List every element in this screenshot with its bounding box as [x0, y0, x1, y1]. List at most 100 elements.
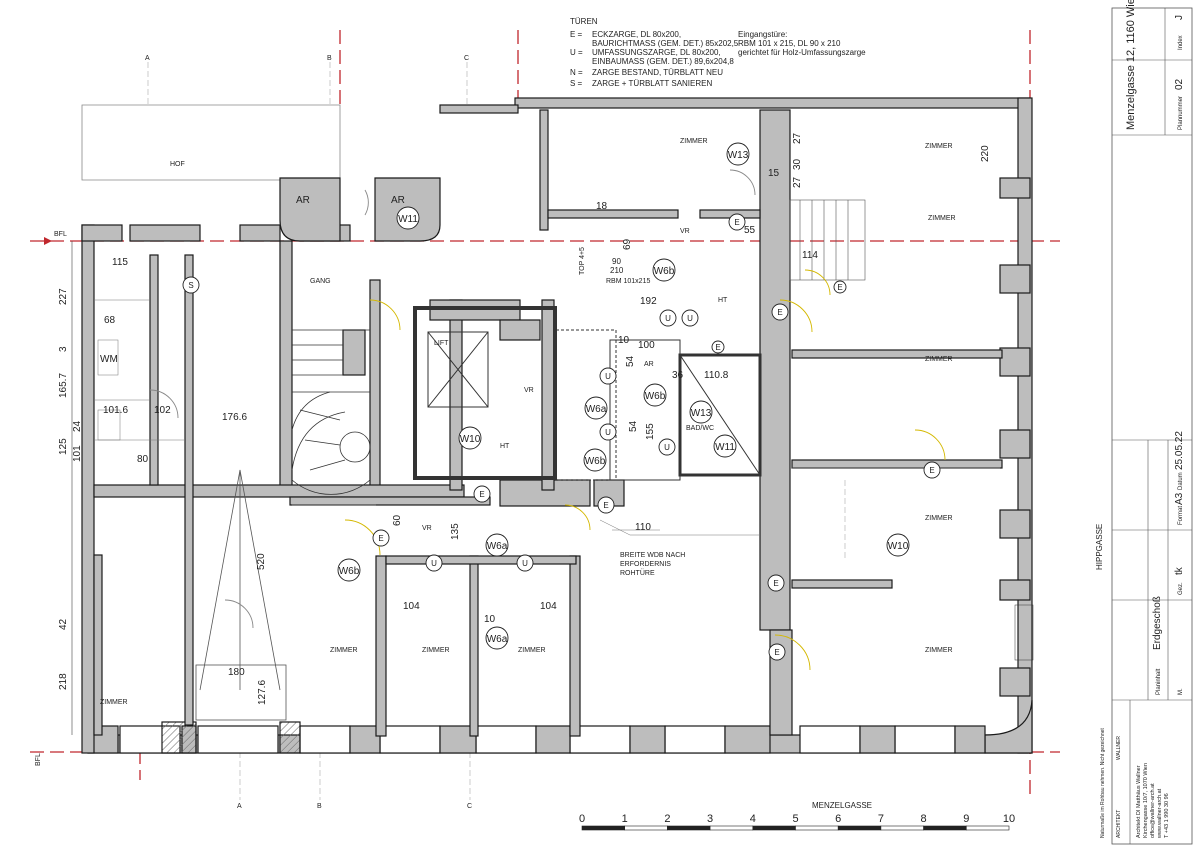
bfl-label: BFL	[35, 753, 42, 766]
tag-w11-circle	[713, 434, 737, 458]
tb-plan-label: Planinhalt	[1156, 668, 1162, 695]
scale-segment	[965, 825, 1010, 831]
dim-60: 60	[392, 514, 403, 526]
tag-e: E	[715, 343, 720, 352]
tag-u-circle	[659, 309, 677, 327]
tag-w6a-circle	[584, 396, 608, 420]
dim-54: 54	[628, 420, 639, 432]
tb-architect: www.wallner-arch.at	[1157, 788, 1163, 839]
scale-segment	[709, 825, 754, 831]
tag-w6b-circle	[583, 448, 607, 472]
tag-w10-circle	[886, 533, 910, 557]
dim-10: 10	[484, 614, 496, 625]
room-zimmer: ZIMMER	[928, 215, 956, 222]
scale-label: 5	[792, 813, 798, 825]
dim-180: 180	[228, 667, 245, 678]
dim-1276: 127.6	[257, 680, 268, 705]
dim-110: 110	[635, 522, 651, 533]
legend-key: U =	[570, 48, 583, 57]
tag-ar: AR	[296, 195, 310, 206]
grid-label: B	[317, 803, 322, 810]
tag-e-circle	[728, 213, 746, 231]
dim-102: 102	[154, 405, 171, 416]
room-ht: HT	[718, 297, 728, 304]
tag-e: E	[837, 283, 842, 292]
tag-w10-circle	[458, 426, 482, 450]
tb-side-label: WALLNER	[1116, 736, 1122, 760]
straight-stair	[789, 199, 866, 281]
entrance-note: gerichtet für Holz-Umfassungszarge	[738, 48, 866, 57]
dim-90: 90	[612, 257, 621, 266]
scale-label: 0	[579, 813, 585, 825]
room-labels: HOF GANG LIFT ZIMMER ZIMMER ZIMMER ZIMME…	[100, 138, 956, 706]
room-ar: AR	[644, 361, 654, 368]
room-hof: HOF	[170, 161, 185, 168]
room-lift: LIFT	[434, 340, 449, 347]
scale-segment	[624, 825, 668, 831]
tag-w6b: W6b	[339, 566, 360, 577]
tag-u: U	[605, 372, 611, 381]
dimensions: 227 3 165.7 125 42 218 101 24 115 68 101…	[58, 132, 991, 735]
tag-w10: W10	[460, 434, 481, 445]
dim-192: 192	[640, 296, 657, 307]
street-menzelgasse: MENZELGASSE	[812, 801, 872, 810]
dim-520: 520	[256, 553, 267, 570]
dim-104: 104	[403, 601, 420, 612]
scale-segment	[581, 825, 626, 831]
tag-ar: AR	[391, 195, 405, 206]
scale-segment	[667, 825, 711, 831]
door-legend: TÜREN E = ECKZARGE, DL 80x200, BAURICHTM…	[570, 17, 866, 88]
legend-text: UMFASSUNGSZARGE, DL 80x200,	[592, 48, 721, 57]
tag-e: E	[378, 534, 383, 543]
dim-104: 104	[540, 601, 557, 612]
dim-155: 155	[645, 423, 656, 440]
dim-227: 227	[58, 288, 69, 305]
tag-w6b-circle	[652, 258, 676, 282]
tb-architect: Architekt DI Matthäus Wallner	[1136, 765, 1142, 838]
dim-114: 114	[802, 250, 818, 261]
bathroom-core	[555, 329, 762, 481]
room-zimmer: ZIMMER	[518, 647, 546, 654]
room-zimmer: ZIMMER	[100, 699, 128, 706]
dim-1766: 176.6	[222, 412, 247, 423]
scale-segment	[923, 825, 967, 831]
entrance-note: Eingangstüre:	[738, 30, 787, 39]
tag-u: U	[431, 559, 437, 568]
room-zimmer: ZIMMER	[925, 515, 953, 522]
scale-label: 6	[835, 813, 841, 825]
dim-3: 3	[58, 346, 69, 352]
tag-w6b-circle	[337, 558, 361, 582]
tag-w13: W13	[728, 150, 749, 161]
tag-s-circle	[182, 276, 200, 294]
room-vr: VR	[422, 525, 432, 532]
room-wm: WM	[100, 354, 118, 365]
tag-u: U	[687, 314, 693, 323]
grid-labels: A B C A B C	[145, 55, 472, 810]
tb-nr-label: Plannummer	[1178, 96, 1184, 130]
legend-key: E =	[570, 30, 583, 39]
lift-shaft	[413, 306, 557, 480]
tag-e: E	[773, 579, 778, 588]
title-block: Menzelgasse 12, 1160 Wien Index J Plannu…	[1100, 0, 1193, 845]
tb-nr-value: 02	[1174, 78, 1185, 90]
tag-w6b: W6b	[645, 391, 666, 402]
walls	[81, 97, 1033, 754]
tb-side-label: ARCHITEKT	[1116, 810, 1122, 838]
tag-e: E	[929, 466, 934, 475]
tag-w6b-circle	[643, 383, 667, 407]
scale-segment	[752, 825, 796, 831]
grid-label: A	[145, 55, 150, 62]
tags: W13W13W11W11W10W10W6aW6aW6aW6bW6bW6bW6bE…	[182, 142, 941, 661]
scale-label: 2	[664, 813, 670, 825]
spiral-stair	[291, 329, 371, 495]
tag-e-circle	[771, 303, 789, 321]
dim-54: 54	[625, 355, 636, 367]
tag-e-circle	[767, 574, 785, 592]
top-label: TOP 4+5	[579, 247, 586, 275]
interior-lines	[94, 299, 1034, 661]
tag-u: U	[522, 559, 528, 568]
tag-e-circle	[833, 280, 847, 294]
tag-w13: W13	[691, 408, 712, 419]
room-vr: VR	[680, 228, 690, 235]
